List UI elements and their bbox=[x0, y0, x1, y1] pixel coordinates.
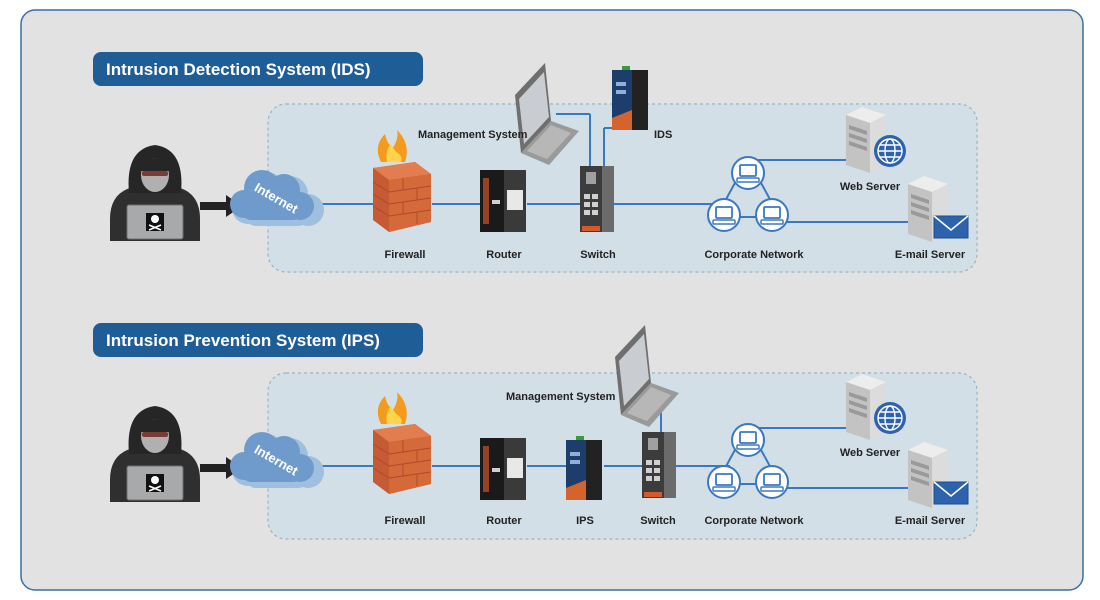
ips-switch-label: Switch bbox=[640, 515, 676, 527]
ips-title: Intrusion Prevention System (IPS) bbox=[106, 331, 380, 350]
ids-email-label: E-mail Server bbox=[895, 249, 966, 261]
ids-title: Intrusion Detection System (IDS) bbox=[106, 60, 370, 79]
ids-web-label: Web Server bbox=[840, 181, 901, 193]
ips-title-badge: Intrusion Prevention System (IPS) bbox=[93, 323, 423, 357]
ips-web-label: Web Server bbox=[840, 447, 901, 459]
ips-email-label: E-mail Server bbox=[895, 515, 966, 527]
ids-title-badge: Intrusion Detection System (IDS) bbox=[93, 52, 423, 86]
ids-label: IDS bbox=[654, 129, 672, 141]
ids-links bbox=[315, 113, 908, 223]
switch-icon bbox=[642, 432, 676, 498]
internet-cloud-icon: Internet bbox=[230, 170, 324, 226]
ids-router-label: Router bbox=[486, 249, 522, 261]
ips-corporate-label: Corporate Network bbox=[704, 515, 804, 527]
internet-cloud-icon: Internet bbox=[230, 432, 324, 488]
ips-label: IPS bbox=[576, 515, 594, 527]
ids-firewall-label: Firewall bbox=[385, 249, 426, 261]
ips-section: Intrusion Prevention System (IPS) Intern… bbox=[93, 323, 978, 540]
router-icon bbox=[480, 438, 526, 500]
ips-appliance-icon bbox=[566, 436, 602, 500]
ids-management-label: Management System bbox=[418, 129, 528, 141]
ids-switch-label: Switch bbox=[580, 249, 616, 261]
ids-section: Intrusion Detection System (IDS) Interne… bbox=[93, 52, 978, 273]
ids-appliance-icon bbox=[612, 66, 648, 130]
ids-corporate-label: Corporate Network bbox=[704, 249, 804, 261]
ips-firewall-label: Firewall bbox=[385, 515, 426, 527]
ips-management-label: Management System bbox=[506, 391, 616, 403]
switch-icon bbox=[580, 166, 614, 232]
ips-links bbox=[315, 392, 908, 489]
ips-router-label: Router bbox=[486, 515, 522, 527]
router-icon bbox=[480, 170, 526, 232]
